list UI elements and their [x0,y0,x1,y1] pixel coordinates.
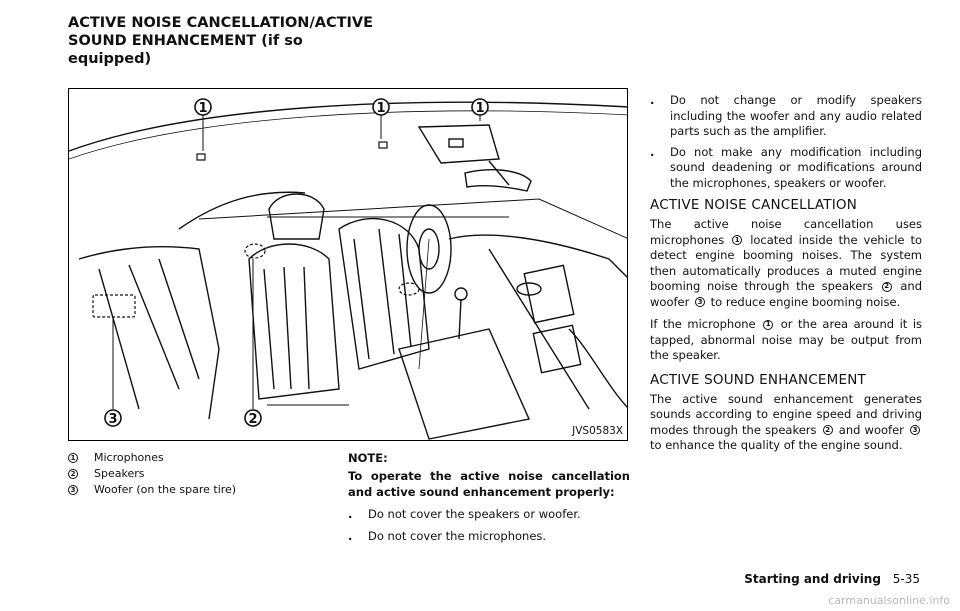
watermark: carmanualsonline.info [828,594,950,607]
legend-item: 2 Speakers [68,466,328,482]
ase-paragraph: The active sound enhancement generates s… [650,391,922,453]
page-footer: Starting and driving 5-35 [744,572,920,586]
bullet-text: Do not cover the microphones. [368,529,547,543]
bullet-text: Do not cover the speakers or woofer. [368,507,581,521]
callout-mic-3: 1 [475,101,484,116]
legend-label: Microphones [94,451,164,464]
legend-item: 1 Microphones [68,450,328,466]
legend-label: Speakers [94,467,145,480]
heading-line-2: SOUND ENHANCEMENT (if so equipped) [68,33,303,67]
bullet-dot: . [650,93,655,107]
section-heading: ACTIVE NOISE CANCELLATION/ACTIVE SOUND E… [68,14,388,68]
callout-speaker: 2 [248,412,257,427]
callout-mic-1: 1 [198,101,207,116]
note-label: NOTE: [348,451,388,465]
circled-number-icon: 3 [68,485,78,495]
circled-number-icon: 1 [763,319,774,330]
anc-paragraph-2: If the microphone 1 or the area around i… [650,317,923,362]
legend-item: 3 Woofer (on the spare tire) [68,482,328,498]
note-text: To operate the active noise cancellation… [348,469,630,499]
right-column: . Do not change or modify speakers inclu… [650,93,922,461]
circled-number-icon: 2 [822,425,833,435]
interior-illustration: 1 1 1 2 3 [69,98,627,440]
caution-bullet: . Do not make any modification including… [650,145,922,192]
bullet-dot: . [650,144,655,159]
caution-bullet: . Do not change or modify speakers inclu… [650,93,922,140]
footer-section: Starting and driving [744,572,881,586]
circled-number-icon: 1 [68,453,78,463]
legend-label: Woofer (on the spare tire) [94,483,237,496]
anc-paragraph-1: The active noise cancellation uses micro… [650,217,923,309]
callout-woofer: 3 [108,412,117,427]
circled-number-icon: 1 [732,235,743,245]
note-block: NOTE: To operate the active noise cancel… [348,450,630,550]
bullet-text: Do not change or modify speakers includi… [670,93,922,138]
note-bullet: . Do not cover the speakers or woofer. [348,506,630,522]
circled-number-icon: 2 [881,281,892,292]
bullet-dot: . [348,507,353,521]
circled-number-icon: 3 [695,297,705,307]
circled-number-icon: 2 [68,469,78,479]
callout-mic-2: 1 [376,101,385,116]
figure-code: JVS0583X [572,425,623,437]
ase-heading: ACTIVE SOUND ENHANCEMENT [650,371,866,388]
bullet-dot: . [348,529,353,543]
circled-number-icon: 3 [910,425,921,435]
anc-heading: ACTIVE NOISE CANCELLATION [650,197,858,213]
page-number: 5-35 [892,572,920,586]
bullet-text: Do not make any modification including s… [670,144,922,190]
interior-diagram: 1 1 1 2 3 JVS0583X [68,88,628,441]
figure-legend: 1 Microphones 2 Speakers 3 Woofer (on th… [68,450,328,498]
note-bullet: . Do not cover the microphones. [348,528,630,544]
heading-line-1: ACTIVE NOISE CANCELLATION/ACTIVE [68,15,374,31]
